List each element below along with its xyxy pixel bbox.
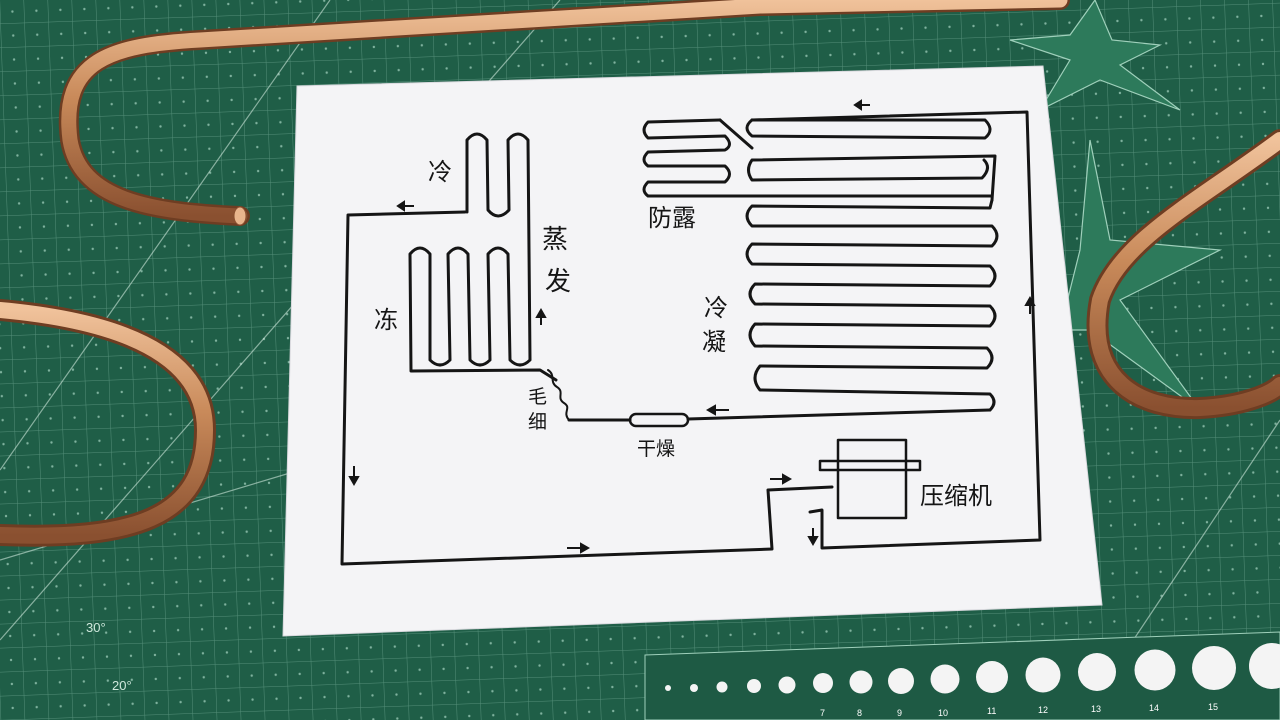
- label-freezer-top: 冷: [428, 158, 452, 186]
- ruler-number: 11: [987, 706, 996, 716]
- label-condenser-1: 冷: [704, 294, 728, 322]
- anti-condensation-coil: [747, 154, 997, 202]
- loop-pipe: [340, 210, 834, 566]
- dryer-to-condenser: [686, 408, 992, 421]
- label-condenser-2: 凝: [702, 328, 726, 356]
- evaporator-coil: [408, 132, 558, 382]
- loop-pipe-arrowhead-lines: [750, 110, 1042, 550]
- diagram-labels: 冷 蒸 发 冻 防露 冷 凝 毛 细 干燥 压缩机: [374, 158, 992, 510]
- arrow-left-icon: [396, 200, 414, 212]
- arrow-down-icon: [348, 466, 360, 487]
- copper-tube-top: [58, 0, 1070, 226]
- ruler-number: 10: [938, 708, 948, 718]
- angle-label: 20°: [112, 678, 132, 693]
- arrow-left-icon: [853, 99, 870, 111]
- ruler-number: 7: [820, 708, 825, 718]
- anti-condensation-small: [642, 118, 994, 198]
- arrow-up-icon: [1024, 295, 1036, 314]
- arrow-right-icon: [567, 542, 591, 554]
- anti-condensation-left: [745, 118, 992, 140]
- flow-arrows: [348, 99, 1036, 554]
- ruler-number: 14: [1149, 703, 1159, 713]
- label-anti-condensation: 防露: [648, 204, 696, 232]
- refrigeration-diagram: [340, 110, 1042, 566]
- label-freezer-left: 冻: [374, 306, 398, 334]
- condenser-coil: [745, 198, 999, 412]
- label-capillary-2: 细: [528, 411, 547, 433]
- compressor-mount: [818, 459, 922, 472]
- copper-tube-left: [0, 299, 217, 547]
- ruler-number: 12: [1038, 705, 1048, 715]
- label-capillary-1: 毛: [528, 386, 547, 408]
- label-dryer: 干燥: [637, 438, 675, 460]
- label-evaporator-1: 蒸: [542, 225, 568, 255]
- ruler-number: 9: [897, 708, 902, 718]
- circle-template-ruler: 7 8 9 10 11 12 13 14 15: [644, 631, 1280, 720]
- ruler-number: 13: [1091, 704, 1101, 714]
- arrow-left-icon: [705, 404, 729, 416]
- angle-label: 30°: [86, 620, 106, 635]
- copper-tube-right: [1086, 129, 1280, 420]
- arrow-right-icon: [770, 473, 793, 485]
- capillary-tube: [547, 369, 570, 421]
- arrow-up-icon: [535, 307, 547, 325]
- compressor-body: [836, 438, 908, 520]
- label-compressor: 压缩机: [920, 482, 992, 510]
- anti-condensation-link: [718, 118, 754, 150]
- ruler-number: 8: [857, 708, 862, 718]
- label-evaporator-2: 发: [545, 267, 571, 297]
- arrow-down-icon: [807, 528, 819, 547]
- ruler-number: 15: [1208, 702, 1218, 712]
